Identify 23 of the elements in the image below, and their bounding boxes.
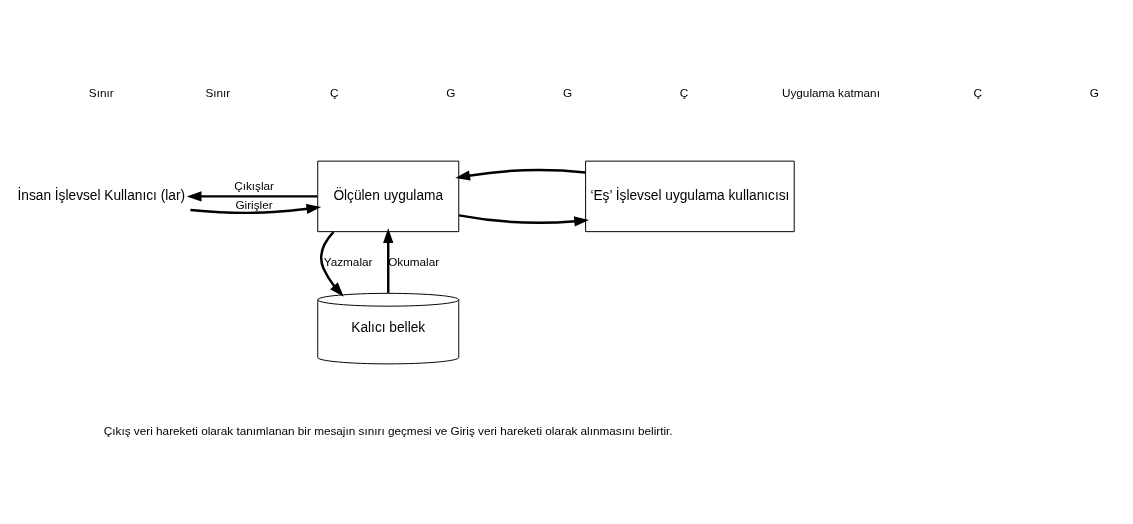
- label: Ç: [330, 85, 339, 99]
- node-box: Ölçülen uygulama: [317, 160, 460, 232]
- edge-label: Çıkışlar: [234, 178, 274, 192]
- arrow: [320, 230, 344, 297]
- label: G: [446, 85, 456, 99]
- legend-label: Çıkış veri hareketi olarak tanımlanan bir mesajın sınırı geçmesi ve Giriş veri hareketi olarak alınmasını belirtir.: [103, 422, 673, 436]
- node-box: ‘Eş’ İşlevsel uygulama kullanıcısı: [585, 160, 795, 232]
- label: G: [1089, 85, 1099, 99]
- node-text: İnsan İşlevsel Kullanıcı (lar): [17, 187, 186, 203]
- arrow: [458, 213, 589, 227]
- edge-label: Yazmalar: [323, 254, 373, 268]
- arrow: [383, 227, 394, 293]
- edge-label: Girişler: [235, 197, 273, 211]
- arrow: [455, 168, 586, 181]
- arrow: [190, 203, 322, 214]
- edge-label: Okumalar: [388, 254, 440, 268]
- label: Ç: [973, 85, 983, 99]
- label: Sınır: [88, 85, 114, 99]
- label: Sınır: [205, 85, 231, 99]
- arrow: [186, 190, 318, 202]
- label: Uygulama katmanı: [781, 85, 880, 99]
- label: G: [562, 85, 573, 99]
- label: Ç: [679, 85, 689, 99]
